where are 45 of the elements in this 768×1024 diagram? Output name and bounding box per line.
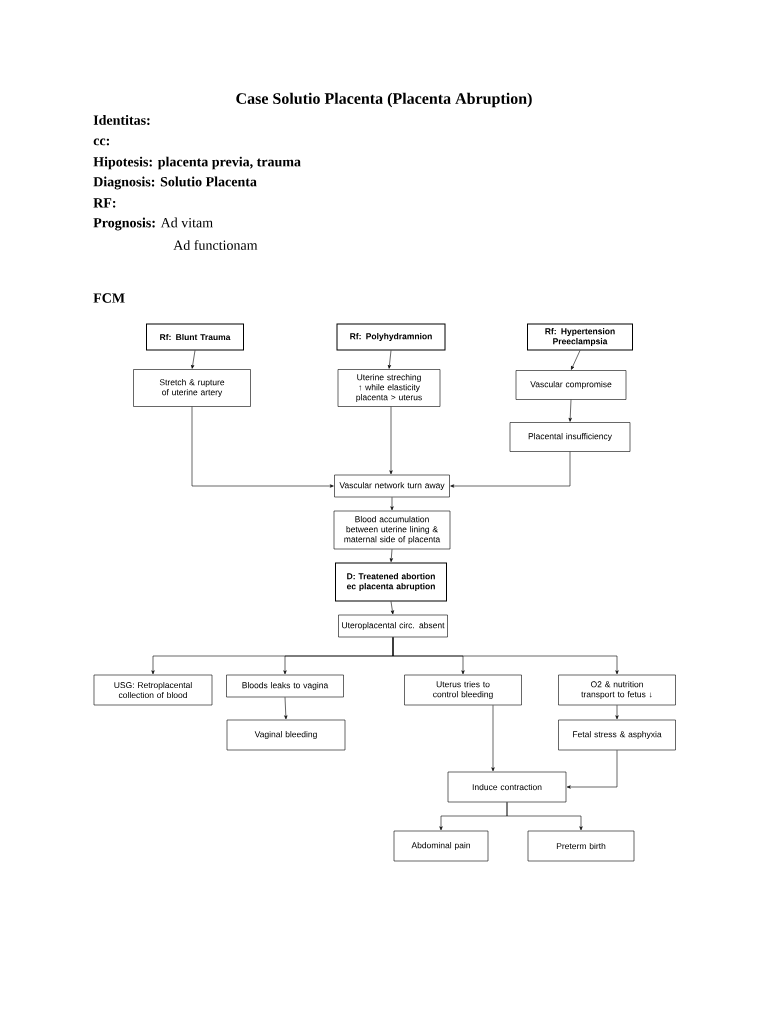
- process-box: Stretch & rupture of uterine artery: [133, 369, 251, 407]
- arrow: [450, 451, 571, 488]
- process-box: Rf: Polyhydramnion: [336, 323, 446, 351]
- arrow: [491, 705, 495, 772]
- arrow: [390, 601, 394, 615]
- arrow: [387, 350, 392, 369]
- arrow: [284, 697, 288, 720]
- process-box: Bloods leaks to vagina: [226, 674, 344, 698]
- arrow: [191, 406, 334, 488]
- arrow: [392, 637, 619, 675]
- heading-text: cc:: [93, 138, 110, 146]
- arrow: [615, 705, 619, 720]
- process-box: USG: Retroplacental collection of blood: [93, 674, 213, 706]
- process-box: Blood accumulation between uterine lining & maternal side of placenta: [333, 510, 451, 550]
- process-box: Rf: Hypertension Preeclampsia: [527, 323, 633, 351]
- process-box: Fetal stress & asphyxia: [558, 719, 676, 751]
- title: Case Solutio Placenta (Placenta Abruption): [236, 92, 532, 108]
- arrow: [568, 399, 572, 422]
- heading-text: Ad functionam: [173, 240, 258, 250]
- heading-text: Prognosis: Ad vitam: [93, 217, 213, 231]
- heading-text: Hipotesis: placenta previa, trauma: [93, 156, 301, 170]
- process-box: Preterm birth: [527, 830, 635, 862]
- heading-text: Identitas:: [93, 115, 150, 125]
- process-box: Placental insufficiency: [509, 422, 631, 452]
- arrow: [389, 406, 393, 475]
- process-box: Uterine streching ↑ while elasticity placenta > uterus: [337, 369, 441, 407]
- arrow: [191, 350, 196, 369]
- heading-text: Diagnosis: Solutio Placenta: [93, 176, 257, 190]
- process-box: Vascular compromise: [515, 370, 627, 400]
- process-box: Uteroplacental circ. absent: [338, 614, 448, 638]
- process-box: Rf: Blunt Trauma: [146, 323, 244, 351]
- arrow: [506, 802, 583, 831]
- process-box: D: Treatened abortion ec placenta abruption: [335, 562, 447, 602]
- arrow: [389, 549, 393, 562]
- heading-text: RF:: [93, 198, 116, 208]
- arrow: [390, 497, 394, 511]
- heading-text: FCM: [93, 293, 125, 303]
- process-box: Vaginal bleeding: [226, 719, 346, 751]
- arrow: [571, 350, 581, 370]
- process-box: Induce contraction: [447, 771, 567, 803]
- process-box: Vascular network turn away: [334, 474, 450, 498]
- process-box: O2 & nutrition transport to fetus ↓: [558, 674, 676, 706]
- process-box: Uterus tries to control bleeding: [404, 674, 522, 706]
- arrow: [566, 750, 618, 789]
- process-box: Abdominal pain: [393, 830, 489, 862]
